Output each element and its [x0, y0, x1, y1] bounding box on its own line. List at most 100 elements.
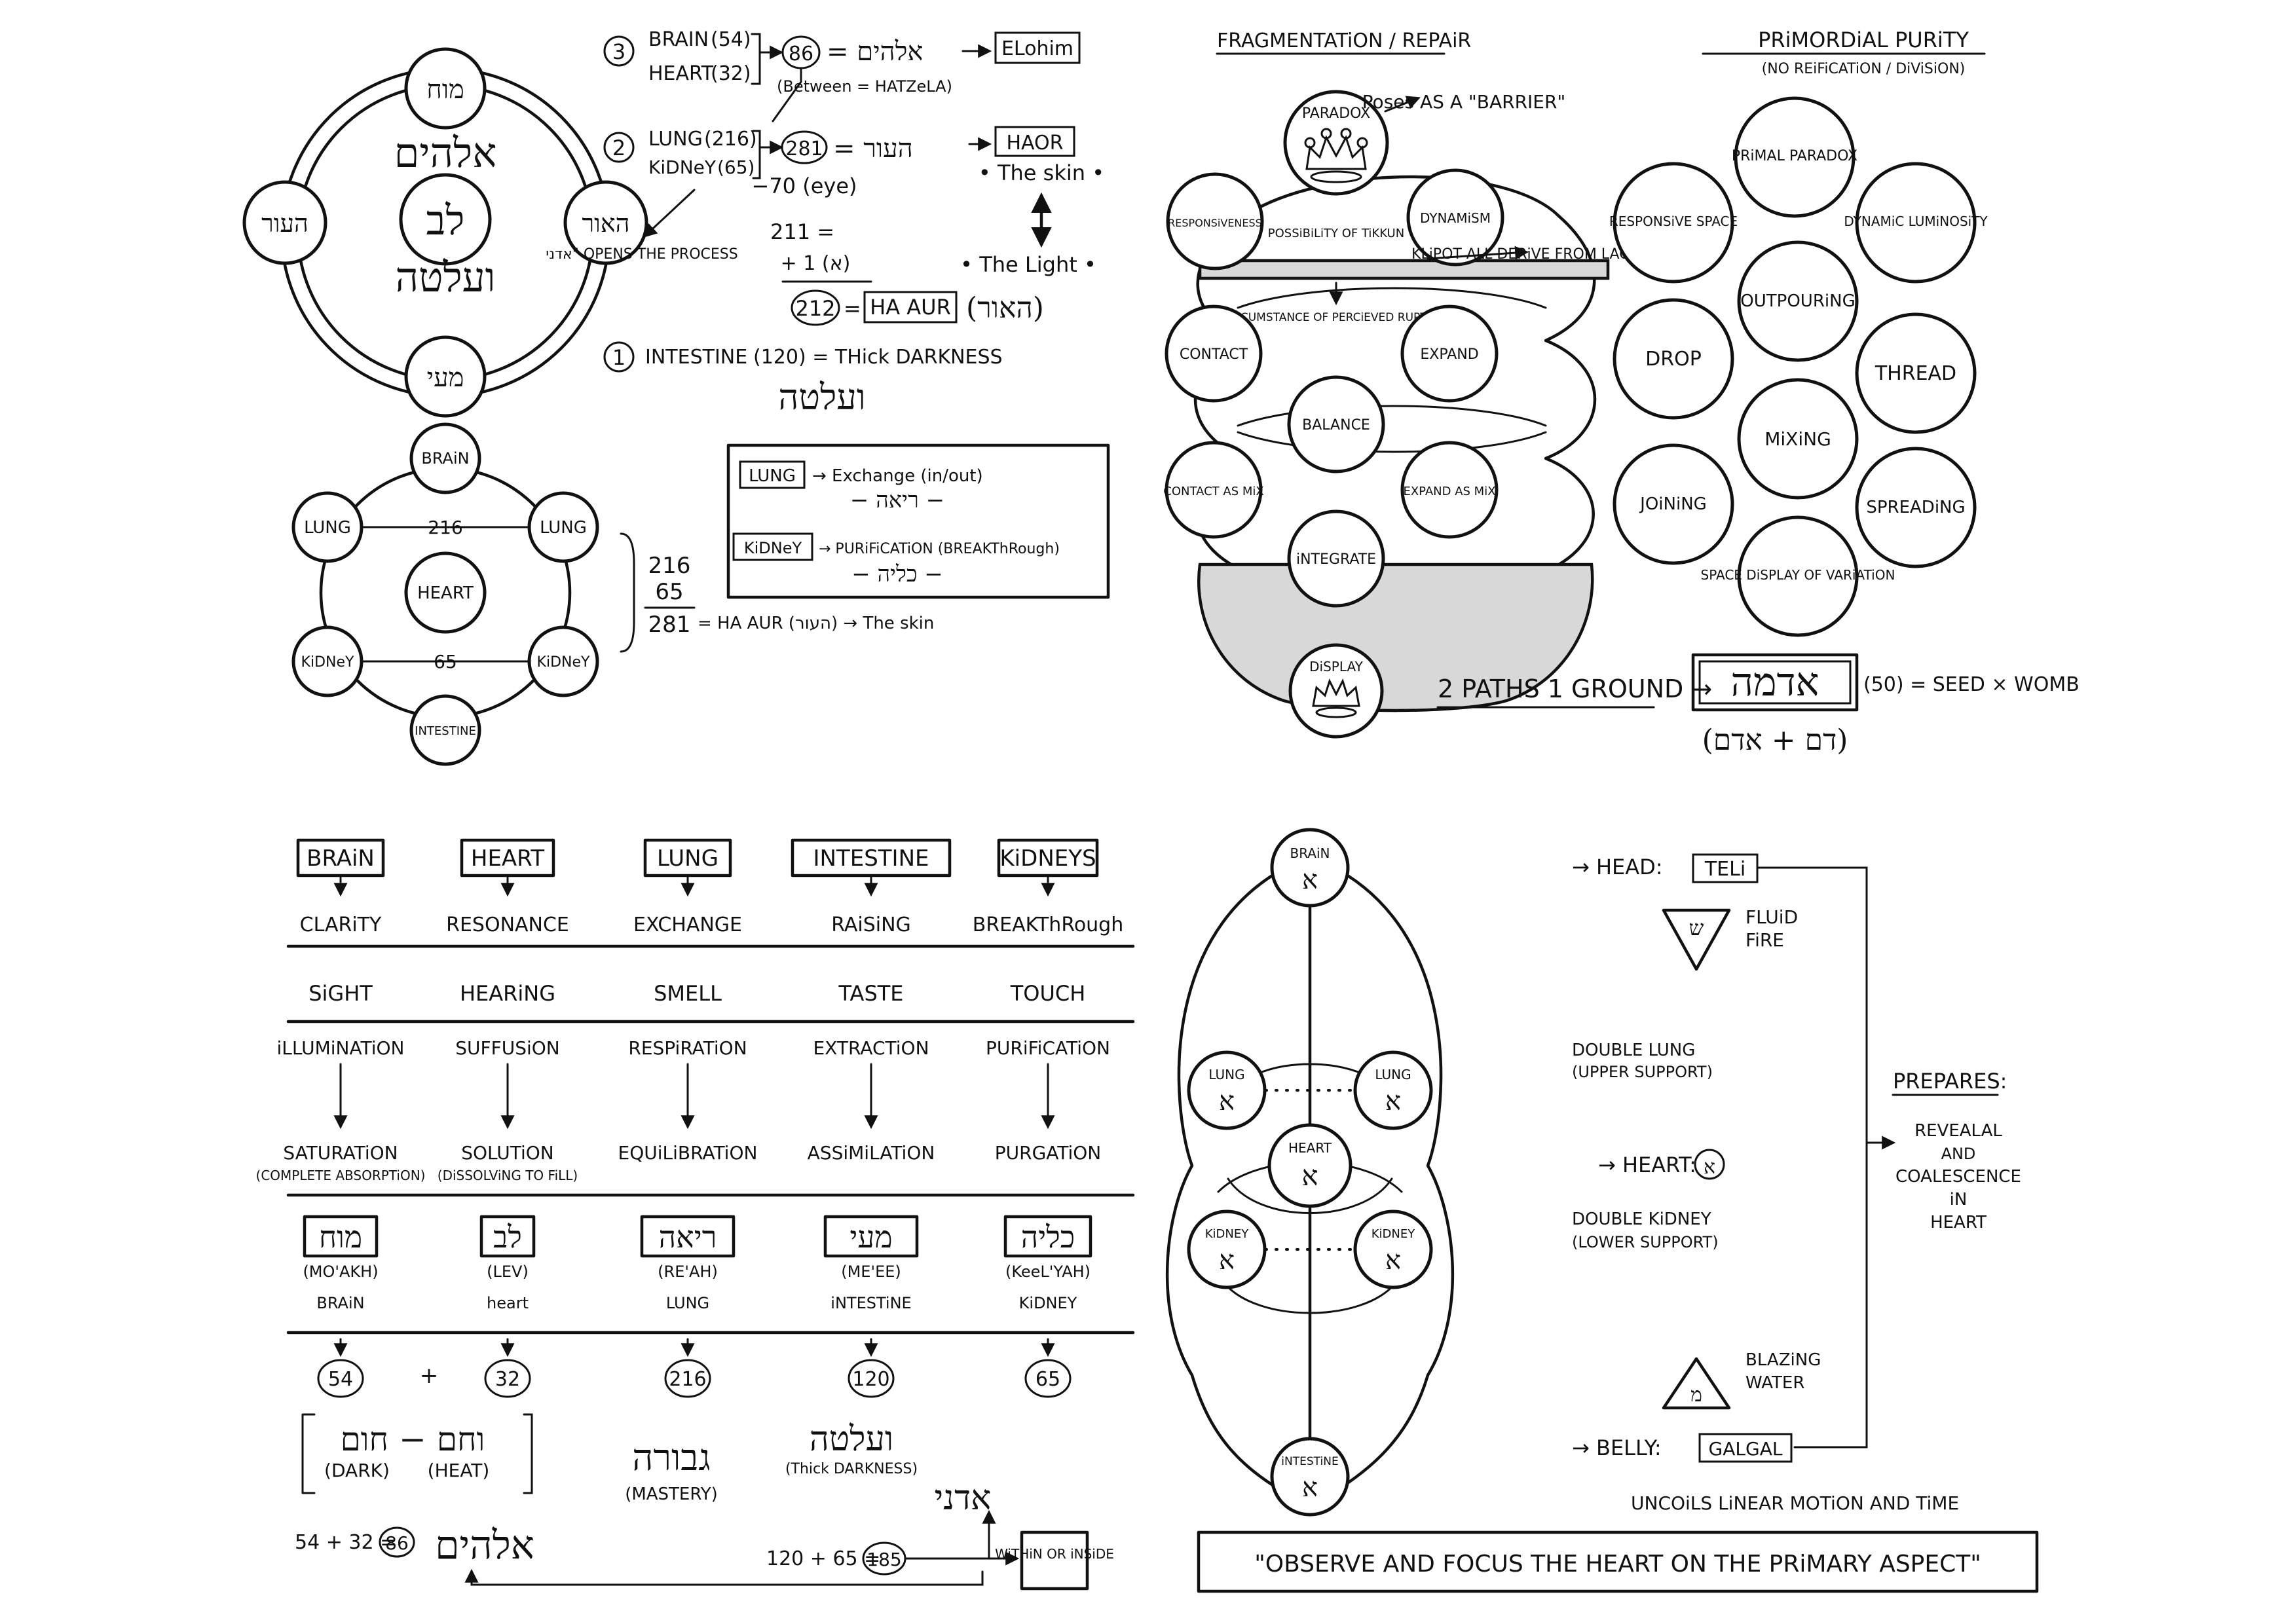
- hebrew-word-box: [823, 1215, 919, 1258]
- box-lung-hebrew: − ריאה −: [850, 487, 944, 513]
- purity-thread: THREAD: [1875, 362, 1956, 385]
- organ-label: BRAiN: [307, 845, 375, 872]
- hebrew-word: לב: [493, 1219, 522, 1255]
- eq-the-light: • The Light •: [960, 252, 1096, 277]
- hebrew-word: ריאה: [659, 1219, 717, 1255]
- quality-label: CLARiTY: [300, 913, 382, 936]
- ring-val-65: 65: [434, 651, 457, 673]
- english-label: KiDNEY: [1019, 1294, 1077, 1312]
- organ-label: LUNG: [657, 845, 718, 872]
- tree-heart: HEART: [1288, 1140, 1332, 1156]
- hebrew-word: מוח: [319, 1219, 362, 1255]
- adamah-equation: 2 PATHS 1 GROUND → אדמה (50) = SEED × WO…: [1436, 653, 2080, 757]
- eq-minus70: −70 (eye): [752, 174, 857, 198]
- ring-heart: HEART: [417, 583, 474, 603]
- frag-display: DiSPLAY: [1309, 659, 1363, 674]
- eq-adonai-opens: אדני" OPENS THE PROCESS: [546, 246, 737, 263]
- frag-paradox: PARADOX: [1302, 105, 1370, 122]
- purity-drop: DROP: [1645, 348, 1702, 371]
- purity-mixing: MiXiNG: [1764, 428, 1831, 450]
- sense-label: SiGHT: [308, 981, 373, 1006]
- quality-label: RAiSiNG: [831, 913, 911, 936]
- upper-support-label: (UPPER SUPPORT): [1572, 1063, 1713, 1081]
- purity-title: PRiMORDiAL PURiTY: [1758, 28, 1969, 52]
- result-label: SATURATiON: [283, 1142, 398, 1164]
- dam-adam: (דם + אדם): [1702, 724, 1848, 757]
- sense-label: TASTE: [838, 981, 903, 1006]
- gematria-equations: 3 BRAIN (54) HEART (32) 86 = אלהים ELohi…: [546, 28, 1104, 418]
- box-lung: LUNG: [749, 466, 796, 486]
- within-label: WiTHiN OR iNSiDE: [995, 1546, 1114, 1562]
- english-label: LUNG: [666, 1294, 709, 1312]
- sense-label: SMELL: [654, 981, 722, 1006]
- value-label: 216: [669, 1368, 706, 1391]
- frag-poses: Poses AS A "BARRIER": [1362, 91, 1566, 113]
- eq-veaalata: ועלטה: [778, 377, 865, 418]
- ring-kidney-right: KiDNeY: [537, 654, 590, 671]
- frag-expand: EXPAND: [1420, 346, 1478, 363]
- purity-primal-paradox: PRiMAL PARADOX: [1732, 148, 1857, 164]
- fluid-label: FLUiD: [1745, 906, 1798, 928]
- gevurah-hebrew: גבורה: [632, 1437, 711, 1479]
- value-label: 65: [1036, 1368, 1060, 1391]
- result-label: PURGATiON: [995, 1142, 1102, 1164]
- purity-responsive-space: RESPONSiVE SPACE: [1609, 213, 1738, 229]
- organ-box: [643, 838, 732, 877]
- fragmentation-diagram: FRAGMENTATiON / REPAiR PARADOX Poses AS …: [1163, 29, 1707, 739]
- eq-the-skin: • The skin •: [979, 160, 1104, 185]
- double-kidney-label: DOUBLE KiDNEY: [1572, 1209, 1711, 1229]
- purity-spreading: SPREADiNG: [1866, 498, 1965, 517]
- frag-circumstance: CiRCUMSTANCE OF PERCiEVED RUPTURE: [1222, 311, 1449, 324]
- reveal-label: REVEALAL: [1914, 1121, 2002, 1141]
- exchange-box: LUNG → Exchange (in/out) − ריאה − KiDNeY…: [726, 443, 1110, 599]
- eq-sum86: 86: [789, 43, 813, 65]
- label-veaalata: ועלטה: [395, 253, 495, 301]
- result-label: EQUiLiBRATiON: [618, 1142, 758, 1164]
- sum-185: 185: [867, 1549, 901, 1570]
- process-label: iLLUMiNATiON: [277, 1037, 405, 1059]
- thick-darkness-label: (Thick DARKNESS): [785, 1461, 918, 1477]
- lower-support-label: (LOWER SUPPORT): [1572, 1233, 1719, 1251]
- translit-label: (MO'AKH): [303, 1263, 378, 1281]
- eq1-number: 1: [612, 345, 625, 370]
- plus-sign: +: [420, 1363, 439, 1389]
- water-label: WATER: [1745, 1373, 1804, 1393]
- tree-brain: BRAiN: [1290, 845, 1330, 861]
- coalescence-label: COALESCENCE: [1895, 1167, 2021, 1187]
- process-label: EXTRACTiON: [813, 1037, 929, 1059]
- tree-lung-left: LUNG: [1208, 1067, 1244, 1082]
- sum-result: = HA AUR (העור) → The skin: [698, 614, 934, 633]
- result-note: (COMPLETE ABSORPTiON): [256, 1168, 426, 1183]
- eq-between: (Between = HATZeLA): [777, 77, 952, 96]
- eq-heart: HEART: [648, 62, 714, 85]
- frag-responsiveness: RESPONSiVENESS: [1168, 217, 1262, 229]
- organ-ring-diagram: BRAiN LUNG LUNG HEART KiDNeY KiDNeY INTE…: [291, 422, 599, 766]
- eq-281-hebrew: = העור: [833, 134, 913, 164]
- node-meei: [404, 335, 487, 418]
- mem-glyph: מ: [1690, 1384, 1702, 1407]
- heart-word-label: HEART: [1930, 1213, 1987, 1232]
- observe-quote: "OBSERVE AND FOCUS THE HEART ON THE PRiM…: [1254, 1551, 1981, 1578]
- tree-kidney-left: KiDNEY: [1205, 1227, 1250, 1241]
- eq-haaur: HA AUR: [870, 295, 951, 320]
- translit-label: (LEV): [487, 1263, 529, 1281]
- in-label: iN: [1950, 1190, 1968, 1209]
- crown-icon: [1312, 678, 1360, 718]
- aleph-icon: א: [1385, 1246, 1401, 1276]
- label-elohim: אלהים: [394, 129, 497, 177]
- label-haor: האור: [582, 209, 629, 238]
- fire-label: FiRE: [1745, 929, 1784, 951]
- sum-86: 86: [385, 1532, 409, 1554]
- translit-label: (RE'AH): [658, 1263, 718, 1281]
- eq-211: 211 =: [770, 219, 834, 244]
- adamah-hebrew: אדמה: [1731, 659, 1819, 705]
- eq-heart-val: (32): [711, 62, 751, 85]
- quality-label: EXCHANGE: [633, 913, 742, 936]
- tree-circle-diagram: מוח האור מעי העור לב אלהים ועלטה: [242, 47, 648, 418]
- eq-kidney-val: (65): [717, 157, 755, 178]
- tree-intestine: iNTESTiNE: [1281, 1455, 1338, 1468]
- tree-kidney-right: KiDNEY: [1371, 1227, 1416, 1241]
- frag-contact-mix: CONTACT AS MiX: [1163, 485, 1263, 498]
- sense-label: HEARiNG: [460, 981, 555, 1006]
- organ-box: [791, 838, 952, 877]
